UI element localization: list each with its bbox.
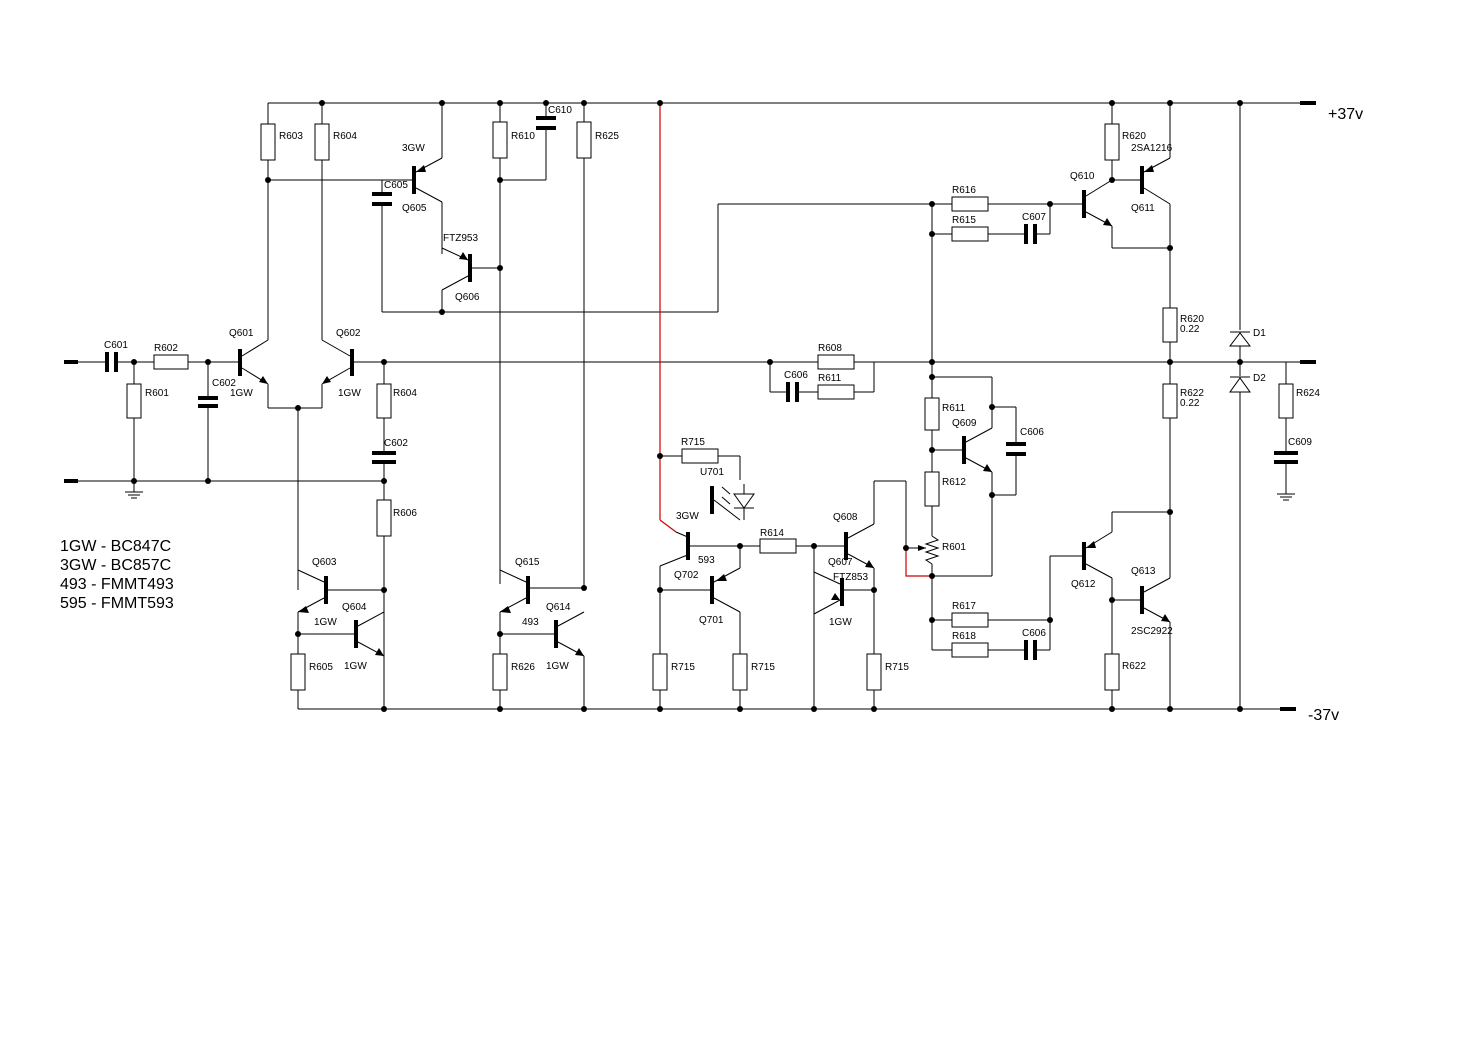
part-legend: 1GW - BC847C 3GW - BC857C 493 - FMMT493 … <box>60 538 174 612</box>
q607-type2: 1GW <box>829 617 852 628</box>
r611a-label: R611 <box>818 373 842 384</box>
r604-label: R604 <box>333 131 357 142</box>
q606-label: Q606 <box>455 292 480 303</box>
q605-type: 3GW <box>402 143 425 154</box>
bias-network <box>492 100 592 588</box>
q611-label: Q611 <box>1131 203 1155 214</box>
q702-type: 3GW <box>676 511 699 522</box>
r620a-label: R620 <box>1122 131 1146 142</box>
r622a-label: R622 <box>1180 388 1204 399</box>
q613-type: 2SC2922 <box>1131 626 1173 637</box>
r604b-label: R604 <box>393 388 417 399</box>
r603-label: R603 <box>279 131 303 142</box>
r618-label: R618 <box>952 631 976 642</box>
protection-circuit <box>652 100 846 712</box>
r602-label: R602 <box>154 343 178 354</box>
c610-label: C610 <box>548 105 572 116</box>
vas-pair <box>372 100 718 315</box>
q614-label: Q614 <box>546 602 571 613</box>
r610-label: R610 <box>511 131 535 142</box>
input-stage <box>64 352 240 499</box>
q701-label: Q701 <box>699 615 724 626</box>
q607-label: Q607 <box>828 557 853 568</box>
q602-label: Q602 <box>336 328 361 339</box>
q608-label: Q608 <box>833 512 858 523</box>
r715a-label: R715 <box>681 437 705 448</box>
r616-label: R616 <box>952 185 976 196</box>
q614-type: 1GW <box>546 661 569 672</box>
q615-label: Q615 <box>515 557 540 568</box>
r617-label: R617 <box>952 601 976 612</box>
q601-label: Q601 <box>229 328 254 339</box>
r715b-label: R715 <box>671 662 695 673</box>
r601b-label: R601 <box>942 542 966 553</box>
c602-label: C602 <box>212 378 236 389</box>
q702-type2: 593 <box>698 555 715 566</box>
r624-label: R624 <box>1296 388 1320 399</box>
r615-label: R615 <box>952 215 976 226</box>
q613-label: Q613 <box>1131 566 1156 577</box>
c607-label: C607 <box>1022 212 1046 223</box>
r715d-label: R715 <box>885 662 909 673</box>
diff-pair <box>238 100 414 709</box>
q601-type: 1GW <box>230 388 253 399</box>
protection-pair <box>811 480 907 712</box>
output-section <box>1228 100 1298 712</box>
q606-type: FTZ953 <box>443 233 478 244</box>
r611b-label: R611 <box>942 403 966 414</box>
q602-type: 1GW <box>338 388 361 399</box>
c609-label: C609 <box>1288 437 1312 448</box>
rail-negative-label: -37v <box>1308 707 1339 724</box>
legend-item-4: 595 - FMMT593 <box>60 595 174 612</box>
r620b-label: R620 <box>1180 314 1204 325</box>
q605-label: Q605 <box>402 203 427 214</box>
q603-label: Q603 <box>312 557 337 568</box>
q612-label: Q612 <box>1071 579 1096 590</box>
q607-type: FTZ853 <box>833 572 868 583</box>
u701-label: U701 <box>700 467 724 478</box>
d2-label: D2 <box>1253 373 1266 384</box>
current-mirror-left <box>290 569 387 712</box>
r605-label: R605 <box>309 662 333 673</box>
q611-type: 2SA1216 <box>1131 143 1173 154</box>
upper-driver <box>717 100 1178 384</box>
q603-type: 1GW <box>314 617 337 628</box>
d1-label: D1 <box>1253 328 1266 339</box>
r715c-label: R715 <box>751 662 775 673</box>
vbe-multiplier <box>903 359 1053 660</box>
legend-item-2: 3GW - BC857C <box>60 557 171 574</box>
c606a-label: C606 <box>784 370 808 381</box>
q604-label: Q604 <box>342 602 367 613</box>
r625-label: R625 <box>595 131 619 142</box>
c601-label: C601 <box>104 340 128 351</box>
r622a-value: 0.22 <box>1180 398 1200 409</box>
r601-label: R601 <box>145 388 169 399</box>
q609-label: Q609 <box>952 418 977 429</box>
r606-label: R606 <box>393 508 417 519</box>
r612-label: R612 <box>942 477 966 488</box>
current-mirror-right <box>492 569 587 712</box>
lower-driver <box>1050 383 1178 712</box>
rail-positive-label: +37v <box>1328 106 1363 123</box>
r622b-label: R622 <box>1122 661 1146 672</box>
legend-item-1: 1GW - BC847C <box>60 538 171 555</box>
q610-label: Q610 <box>1070 171 1095 182</box>
c606b-label: C606 <box>1020 427 1044 438</box>
legend-item-3: 493 - FMMT493 <box>60 576 174 593</box>
r620b-value: 0.22 <box>1180 324 1200 335</box>
c606c-label: C606 <box>1022 628 1046 639</box>
q702-label: Q702 <box>674 570 699 581</box>
q615-type: 493 <box>522 617 539 628</box>
r608-label: R608 <box>818 343 842 354</box>
feedback-network <box>767 354 875 402</box>
supply-rails <box>64 101 1316 711</box>
q604-type: 1GW <box>344 661 367 672</box>
c602b-label: C602 <box>384 438 408 449</box>
r626-label: R626 <box>511 662 535 673</box>
c605-label: C605 <box>384 180 408 191</box>
r614-label: R614 <box>760 528 784 539</box>
